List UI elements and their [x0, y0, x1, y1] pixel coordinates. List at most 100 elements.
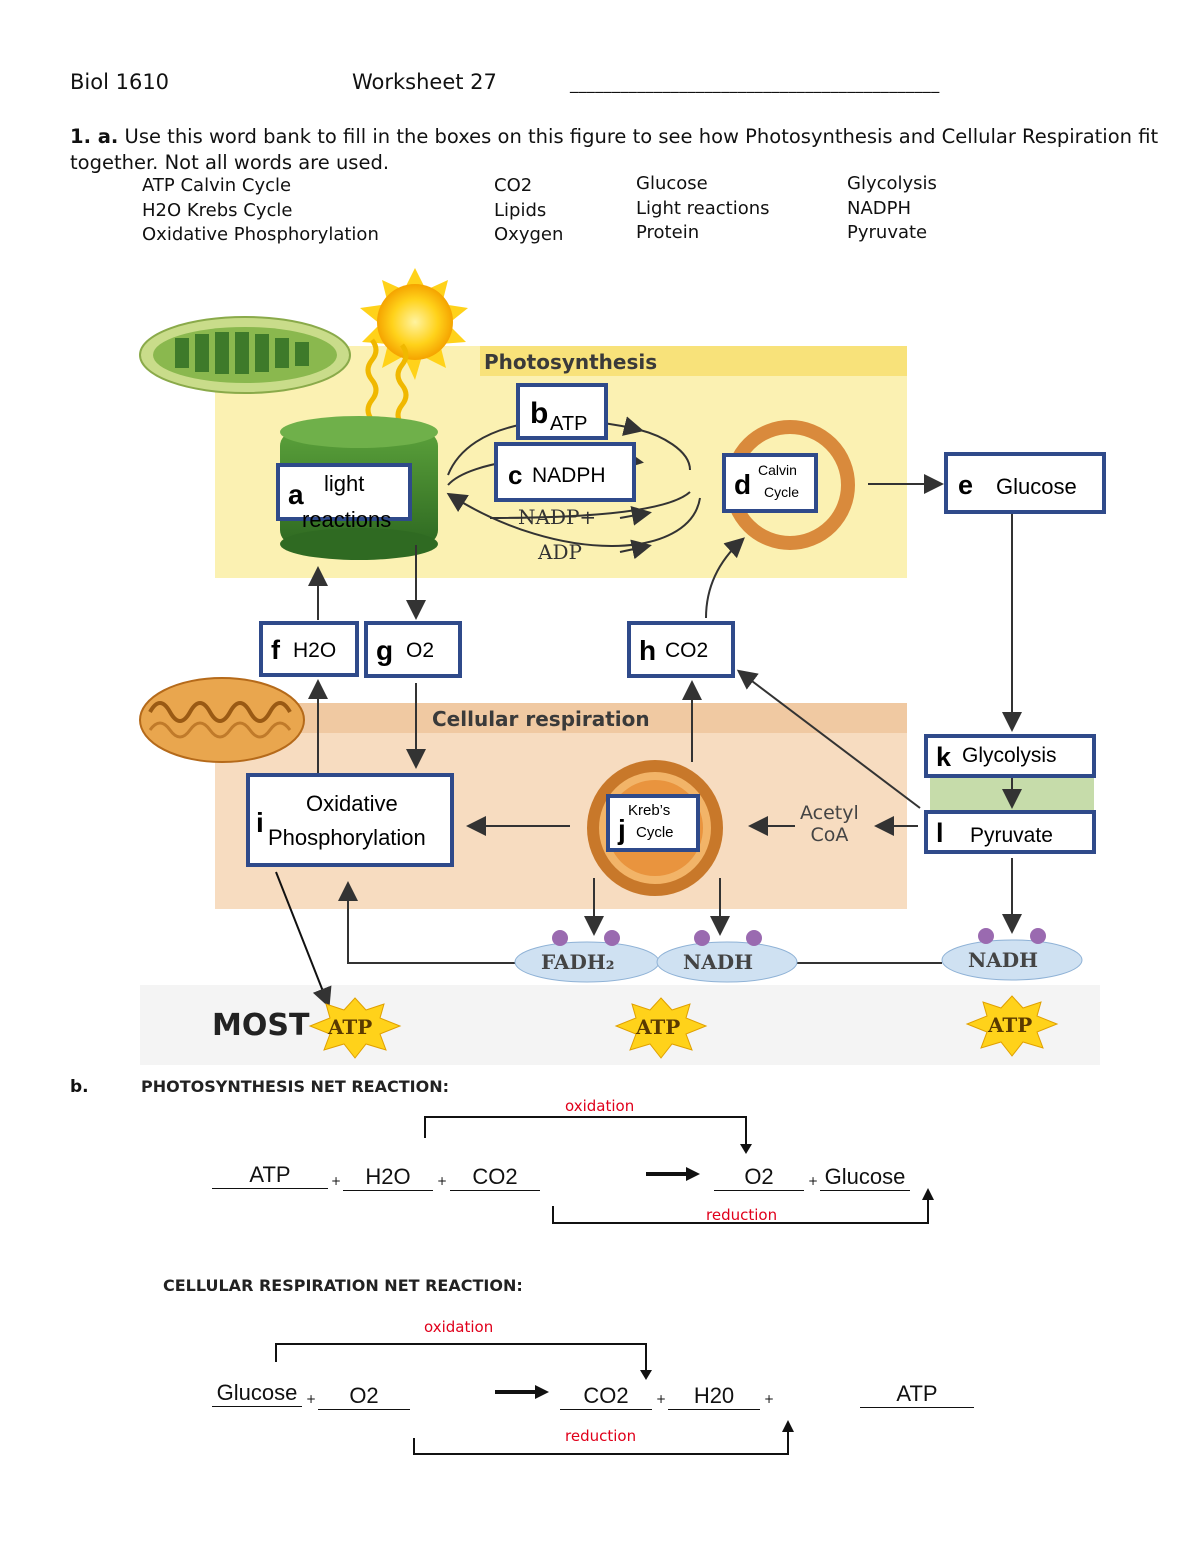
- answer-box-b[interactable]: b ATP: [516, 383, 608, 440]
- nadh-carrier-1: [656, 930, 798, 983]
- photo-product-1[interactable]: O2: [714, 1164, 804, 1191]
- box-letter-g: g: [376, 635, 394, 666]
- box-d-line2: Cycle: [764, 484, 800, 500]
- box-b-answer: ATP: [550, 413, 588, 435]
- photo-reactant-1[interactable]: ATP: [212, 1162, 328, 1189]
- respiration-net-title: CELLULAR RESPIRATION NET REACTION:: [163, 1276, 523, 1295]
- box-f-answer: H2O: [293, 639, 337, 662]
- mitochondrion-icon: [139, 677, 305, 763]
- box-l-answer: Pyruvate: [970, 824, 1053, 847]
- question-text: Use this word bank to fill in the boxes …: [70, 125, 1159, 174]
- answer-box-c[interactable]: c NADPH: [494, 442, 636, 502]
- box-d-line1: Calvin: [758, 462, 797, 478]
- atp-label-2: ATP: [636, 1015, 681, 1039]
- box-letter-f: f: [271, 635, 280, 665]
- resp-product-3[interactable]: ATP: [860, 1381, 974, 1408]
- photo-oxidation-label: oxidation: [565, 1097, 635, 1115]
- atp-burst-2: [614, 997, 708, 1059]
- box-g-answer: O2: [406, 639, 435, 662]
- plus-sign: +: [437, 1174, 448, 1188]
- word-bank-col-3: Glucose Light reactions Protein: [636, 172, 770, 246]
- most-label: MOST: [212, 1008, 310, 1043]
- word: Oxidative Phosphorylation: [142, 224, 379, 245]
- answer-box-a[interactable]: a light reactions: [276, 463, 412, 532]
- answer-box-e[interactable]: e Glucose: [944, 452, 1106, 514]
- answer-box-i[interactable]: i Oxidative Phosphorylation: [246, 773, 454, 867]
- plus-sign: +: [306, 1392, 317, 1406]
- box-a-line2: reactions: [302, 507, 392, 532]
- course-title: Biol 1610: [70, 70, 170, 94]
- worksheet-title: Worksheet 27: [352, 70, 497, 94]
- nadp-label: NADP+: [518, 505, 597, 529]
- photo-reduction-label: reduction: [706, 1206, 778, 1224]
- box-letter-e: e: [958, 470, 974, 500]
- chloroplast-icon: [139, 316, 351, 394]
- box-i-line2: Phosphorylation: [268, 825, 426, 850]
- box-letter-d: d: [734, 469, 752, 500]
- answer-box-d[interactable]: d Calvin Cycle: [722, 453, 818, 513]
- photosynthesis-net-title: PHOTOSYNTHESIS NET REACTION:: [141, 1077, 449, 1096]
- box-letter-a: a: [288, 479, 304, 510]
- respiration-title: Cellular respiration: [432, 707, 650, 731]
- word: H2O Krebs Cycle: [142, 199, 293, 221]
- resp-reduction-label: reduction: [565, 1427, 637, 1445]
- atp-label-1: ATP: [328, 1015, 373, 1039]
- atp-burst-3: [965, 995, 1059, 1057]
- answer-box-k[interactable]: k Glycolysis: [924, 734, 1096, 778]
- photosynthesis-header-band: [480, 346, 907, 376]
- box-letter-b: b: [530, 397, 549, 430]
- word: Lipids: [494, 199, 547, 221]
- plus-sign: +: [331, 1174, 342, 1188]
- nadh-label-2: NADH: [968, 948, 1039, 972]
- word: Protein: [636, 222, 700, 243]
- box-letter-k: k: [936, 742, 952, 772]
- coa-text: CoA: [810, 824, 849, 846]
- part-b-label: b.: [70, 1077, 89, 1097]
- word: Glucose: [636, 173, 708, 194]
- answer-box-l[interactable]: l Pyruvate: [924, 810, 1096, 854]
- photo-reactant-3[interactable]: CO2: [450, 1164, 540, 1191]
- box-i-line1: Oxidative: [306, 791, 398, 816]
- box-h-answer: CO2: [665, 639, 709, 662]
- box-letter-h: h: [639, 635, 657, 666]
- box-letter-l: l: [936, 818, 944, 848]
- acetyl-coa-label: Acetyl CoA: [800, 802, 859, 846]
- word: CO2: [494, 175, 533, 196]
- word: Oxygen: [494, 224, 564, 245]
- photo-product-2[interactable]: Glucose: [820, 1164, 910, 1191]
- resp-reaction-arrows: [275, 1343, 794, 1455]
- respiration-header-band: [215, 703, 907, 733]
- fadh2-label: FADH₂: [541, 950, 615, 974]
- nadh-carrier-2: [941, 928, 1083, 981]
- resp-product-2[interactable]: H20: [668, 1383, 760, 1410]
- box-e-answer: Glucose: [996, 474, 1077, 499]
- atp-burst-1: [308, 997, 402, 1059]
- resp-reactant-2[interactable]: O2: [318, 1383, 410, 1410]
- word-bank-col-1: ATP Calvin Cycle H2O Krebs Cycle Oxidati…: [142, 174, 379, 248]
- box-j-line2: Cycle: [636, 824, 674, 841]
- resp-reactant-1[interactable]: Glucose: [212, 1380, 302, 1407]
- resp-product-1[interactable]: CO2: [560, 1383, 652, 1410]
- word: ATP Calvin Cycle: [142, 175, 292, 196]
- photo-reactant-2[interactable]: H2O: [343, 1164, 433, 1191]
- word: Glycolysis: [847, 173, 937, 194]
- answer-box-j[interactable]: j Kreb’s Cycle: [606, 794, 700, 852]
- answer-box-h[interactable]: h CO2: [627, 621, 735, 678]
- question-number: 1. a.: [70, 125, 119, 148]
- box-c-answer: NADPH: [532, 464, 606, 487]
- word-bank-col-4: Glycolysis NADPH Pyruvate: [847, 172, 937, 246]
- nadh-label-1: NADH: [683, 950, 754, 974]
- word: Pyruvate: [847, 222, 928, 243]
- adp-label: ADP: [538, 540, 582, 564]
- resp-oxidation-label: oxidation: [424, 1318, 494, 1336]
- word: NADPH: [847, 197, 912, 219]
- plus-sign: +: [808, 1174, 819, 1188]
- plus-sign: +: [656, 1392, 667, 1406]
- answer-box-f[interactable]: f H2O: [259, 621, 359, 677]
- box-letter-j: j: [618, 814, 626, 845]
- question-1a: 1. a. Use this word bank to fill in the …: [70, 124, 1180, 176]
- name-blank[interactable]: ________________________________________…: [570, 74, 940, 93]
- plus-sign: +: [764, 1392, 775, 1406]
- answer-box-g[interactable]: g O2: [364, 621, 462, 678]
- word-bank-col-2: CO2 Lipids Oxygen: [494, 174, 563, 248]
